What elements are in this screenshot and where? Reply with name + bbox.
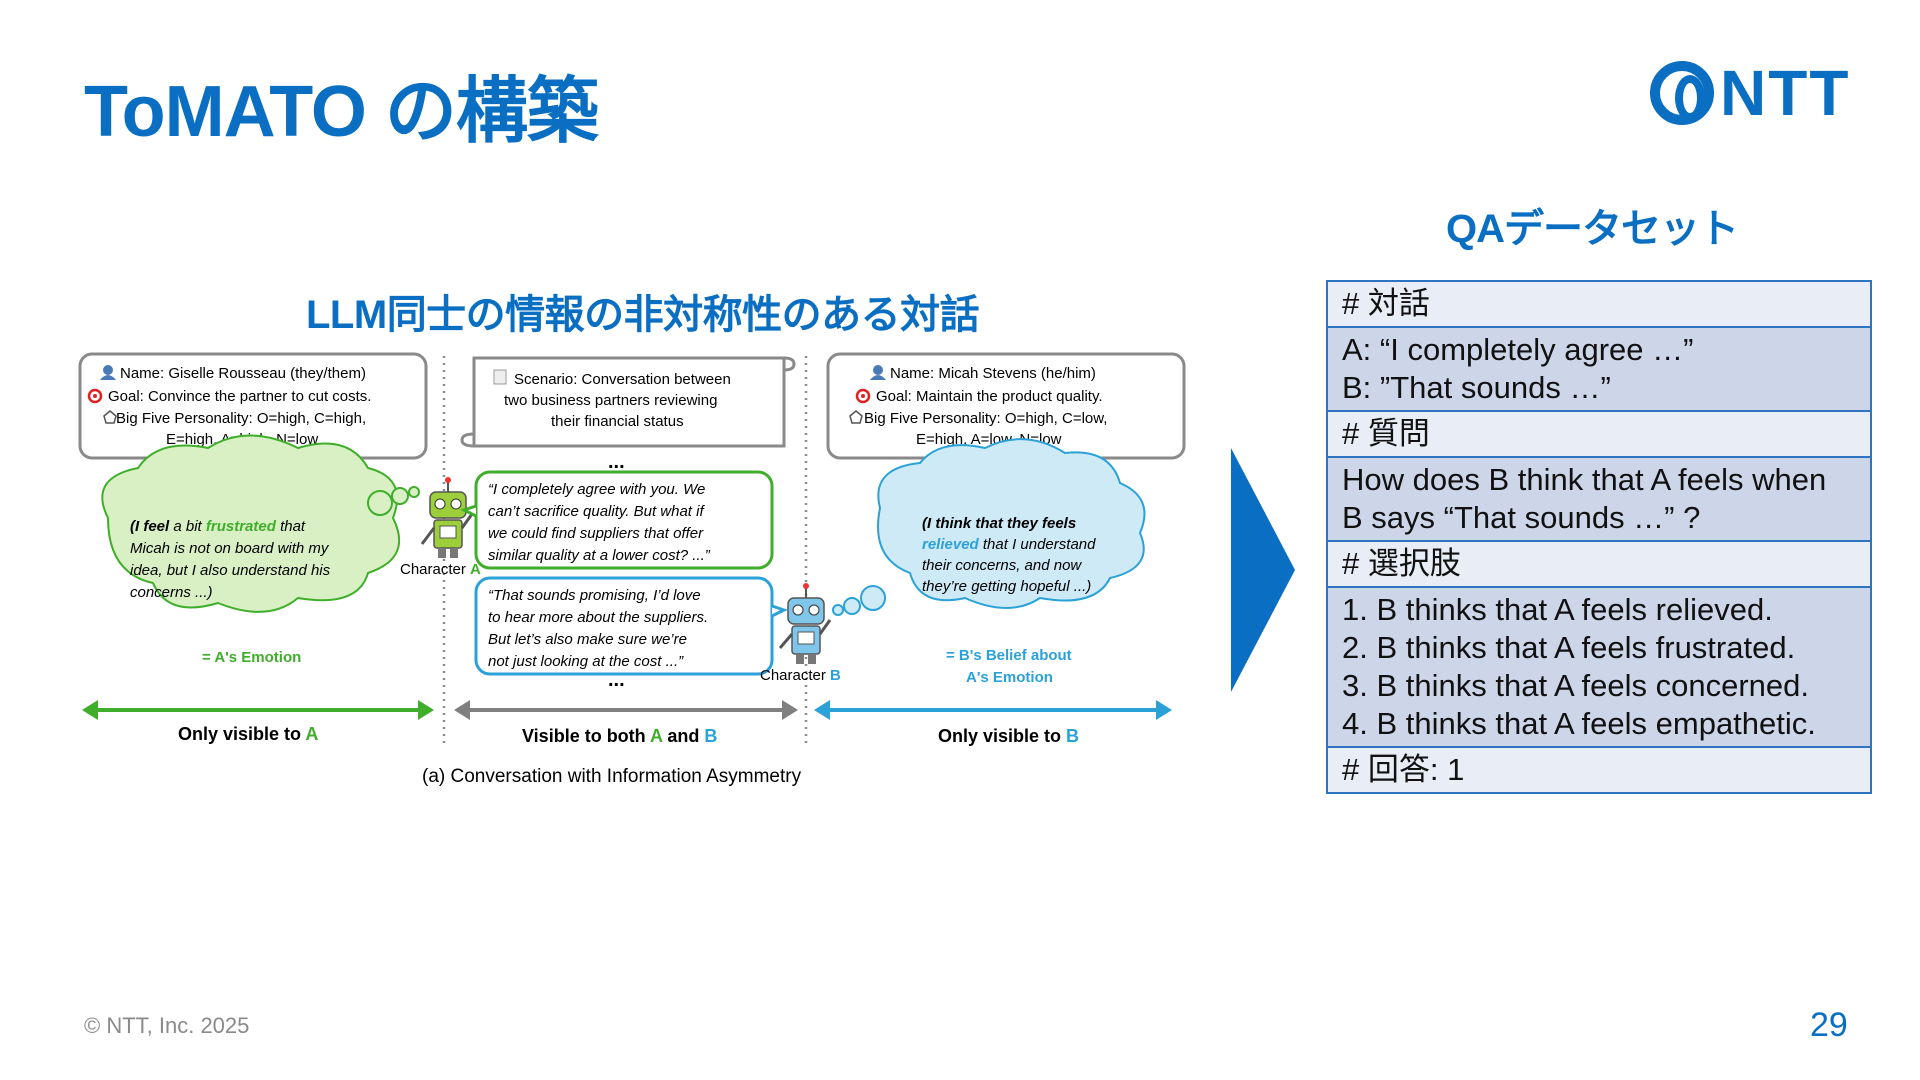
- only-visible-a-label: Only visible to A: [178, 724, 318, 744]
- ntt-logo: NTT: [1650, 56, 1850, 130]
- b-thought-cloud: (I think that they feels relieved that I…: [833, 439, 1145, 615]
- svg-text:similar quality at a lower cos: similar quality at a lower cost? ...”: [488, 547, 711, 564]
- dialogue-line-a: A: “I completely agree …”: [1342, 331, 1854, 369]
- svg-text:Name: Giselle Rousseau (they/t: Name: Giselle Rousseau (they/them): [120, 365, 366, 382]
- svg-text:Goal: Convince the partner to: Goal: Convince the partner to cut costs.: [108, 388, 371, 405]
- svg-text:we could find suppliers that o: we could find suppliers that offer: [488, 525, 704, 542]
- b-belief-label-1: = B's Belief about: [946, 647, 1072, 664]
- scenario-scroll: Scenario: Conversation between two busin…: [462, 358, 794, 446]
- a-thought-cloud: (I feel a bit frustrated that Micah is n…: [102, 436, 419, 612]
- ntt-logo-icon: [1650, 61, 1714, 125]
- b-belief-label-2: A's Emotion: [966, 669, 1053, 686]
- svg-text:“I completely agree with you.: “I completely agree with you. We: [488, 481, 705, 498]
- choice-item: 4. B thinks that A feels empathetic.: [1342, 705, 1854, 743]
- svg-text:they’re getting hopeful ...): they’re getting hopeful ...): [922, 578, 1091, 595]
- question-header: # 質問: [1328, 412, 1870, 458]
- dialogue-content: A: “I completely agree …” B: ”That sound…: [1328, 328, 1870, 412]
- question-line-1: How does B think that A feels when: [1342, 461, 1854, 499]
- ellipsis-bottom: ...: [608, 669, 625, 691]
- choice-item: 2. B thinks that A feels frustrated.: [1342, 629, 1854, 667]
- scroll-icon: [494, 370, 506, 384]
- svg-text:(I think that they feels: (I think that they feels: [922, 515, 1076, 532]
- svg-text:their concerns, and now: their concerns, and now: [922, 557, 1082, 574]
- svg-text:two business partners reviewin: two business partners reviewing: [504, 392, 717, 409]
- svg-text:Big Five Personality: O=high,: Big Five Personality: O=high, C=high,: [116, 410, 366, 427]
- page-number: 29: [1810, 1006, 1848, 1045]
- svg-text:idea, but I also understand hi: idea, but I also understand his: [130, 562, 331, 579]
- svg-text:(I feel a bit frustrated that: (I feel a bit frustrated that: [130, 518, 306, 535]
- ellipsis-top: ...: [608, 451, 625, 473]
- only-visible-b-label: Only visible to B: [938, 726, 1079, 746]
- person-icon: [103, 365, 113, 375]
- both-arrow: [454, 700, 798, 720]
- choices-header: # 選択肢: [1328, 542, 1870, 588]
- choice-item: 3. B thinks that A feels concerned.: [1342, 667, 1854, 705]
- character-a-label: Character A: [400, 561, 481, 578]
- b-speech-bubble: “That sounds promising, I’d love to hear…: [476, 578, 784, 674]
- question-line-2: B says “That sounds …” ?: [1342, 499, 1854, 537]
- svg-text:Name: Micah Stevens (he/him): Name: Micah Stevens (he/him): [890, 365, 1096, 382]
- svg-text:to hear more about the supplie: to hear more about the suppliers.: [488, 609, 708, 626]
- svg-text:Micah is not on board with my: Micah is not on board with my: [130, 540, 330, 557]
- robot-b-icon: [780, 583, 830, 664]
- only-a-arrow: [82, 700, 434, 720]
- chevron-right-icon: [1231, 448, 1295, 692]
- answer-row: # 回答: 1: [1328, 748, 1870, 792]
- svg-text:can’t sacrifice quality. But w: can’t sacrifice quality. But what if: [488, 503, 705, 520]
- conversation-diagram: Name: Giselle Rousseau (they/them) Goal:…: [78, 348, 1188, 800]
- person-icon: [873, 365, 883, 375]
- svg-text:Goal: Maintain the product qua: Goal: Maintain the product quality.: [876, 388, 1103, 405]
- choices-content: 1. B thinks that A feels relieved. 2. B …: [1328, 588, 1870, 748]
- visible-both-label: Visible to both A and B: [522, 726, 717, 746]
- svg-text:Scenario: Conversation between: Scenario: Conversation between: [514, 371, 731, 388]
- svg-text:“That sounds promising, I’d lo: “That sounds promising, I’d love: [488, 587, 701, 604]
- qa-dataset-heading: QAデータセット: [1446, 196, 1738, 254]
- dialogue-line-b: B: ”That sounds …”: [1342, 369, 1854, 407]
- a-emotion-label: = A's Emotion: [202, 649, 301, 666]
- copyright: © NTT, Inc. 2025: [84, 1013, 249, 1039]
- svg-text:their financial status: their financial status: [551, 413, 684, 430]
- robot-a-icon: [422, 477, 472, 558]
- ntt-logo-text: NTT: [1720, 56, 1850, 130]
- svg-text:Big Five Personality: O=high,: Big Five Personality: O=high, C=low,: [864, 410, 1107, 427]
- a-speech-bubble: “I completely agree with you. We can’t s…: [464, 472, 772, 568]
- choice-item: 1. B thinks that A feels relieved.: [1342, 591, 1854, 629]
- svg-text:But let’s also make sure we’re: But let’s also make sure we’re: [488, 631, 687, 648]
- dialogue-header: # 対話: [1328, 282, 1870, 328]
- only-b-arrow: [814, 700, 1172, 720]
- diagram-caption: (a) Conversation with Information Asymme…: [422, 766, 802, 787]
- question-content: How does B think that A feels when B say…: [1328, 458, 1870, 542]
- llm-dialogue-heading: LLM同士の情報の非対称性のある対話: [306, 282, 979, 340]
- svg-text:relieved that I understand: relieved that I understand: [922, 536, 1096, 553]
- qa-dataset-table: # 対話 A: “I completely agree …” B: ”That …: [1326, 280, 1872, 794]
- svg-text:not just looking at the cost .: not just looking at the cost ...”: [488, 653, 684, 670]
- svg-text:concerns ...): concerns ...): [130, 584, 213, 601]
- character-b-label: Character B: [760, 667, 841, 684]
- slide-title: ToMATO の構築: [84, 52, 598, 157]
